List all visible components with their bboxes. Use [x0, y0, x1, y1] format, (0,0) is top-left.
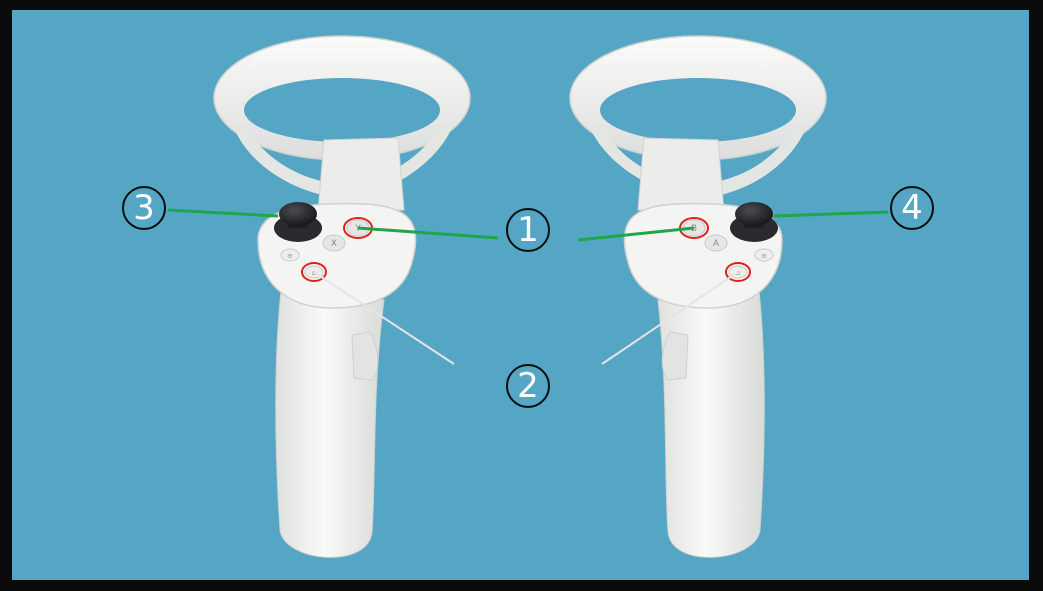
callout-1-label: 1	[517, 210, 539, 250]
left-ring-strut	[318, 138, 404, 212]
callout-1: 1	[507, 209, 549, 251]
left-controller: Y X ≡ ⌂	[214, 36, 470, 557]
right-button-menu[interactable]: ≡	[755, 249, 773, 261]
leader-line-3	[168, 210, 278, 216]
left-button-x[interactable]: X	[323, 235, 345, 251]
controllers-diagram: Y X ≡ ⌂	[12, 10, 1029, 580]
right-trigger	[662, 332, 688, 380]
left-button-x-glyph: X	[331, 239, 337, 249]
callout-3: 3	[123, 187, 165, 229]
diagram-canvas: Y X ≡ ⌂	[12, 10, 1029, 580]
callout-2-label: 2	[517, 366, 539, 406]
callout-3-label: 3	[133, 188, 155, 228]
right-button-a[interactable]: A	[705, 235, 727, 251]
right-button-menu-glyph: ≡	[761, 252, 767, 260]
left-button-menu[interactable]: ≡	[281, 249, 299, 261]
left-trigger	[352, 332, 378, 380]
leader-line-4	[774, 212, 888, 216]
callout-4: 4	[891, 187, 933, 229]
right-ring-strut	[638, 138, 724, 212]
right-button-a-glyph: A	[713, 239, 720, 249]
left-grip	[276, 282, 384, 557]
right-controller: B A ≡ ⌂	[570, 36, 826, 557]
right-grip	[658, 282, 764, 557]
callout-2: 2	[507, 365, 549, 407]
left-button-menu-glyph: ≡	[287, 252, 293, 260]
callout-4-label: 4	[901, 188, 923, 228]
